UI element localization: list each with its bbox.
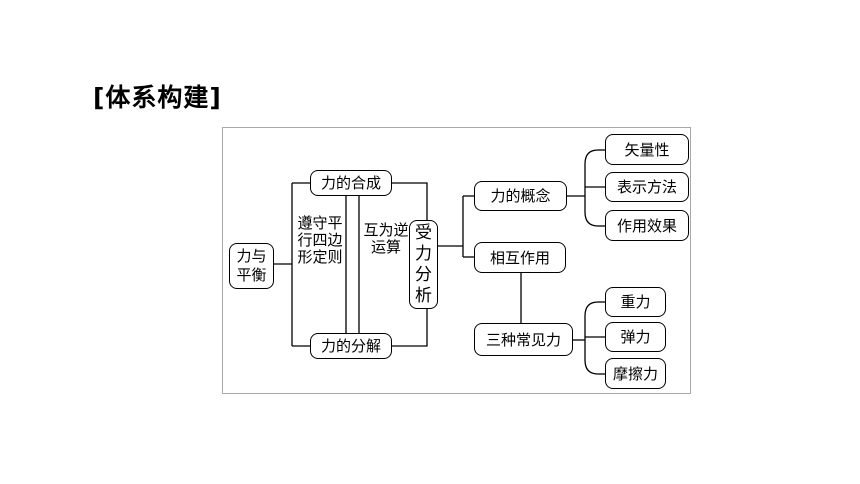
node-root: 力与平衡: [229, 243, 274, 289]
node-representation: 表示方法: [605, 172, 689, 202]
node-force-concept: 力的概念: [474, 181, 567, 211]
node-force-analysis: 受力分析: [409, 220, 438, 309]
node-synthesis: 力的合成: [310, 170, 392, 196]
label-inverse-operations: 互为逆运算: [363, 221, 409, 256]
section-heading: [体系构建]: [93, 83, 222, 112]
node-elastic-force: 弹力: [605, 322, 666, 352]
node-mutual-interaction: 相互作用: [474, 242, 566, 273]
node-effect: 作用效果: [605, 210, 689, 241]
node-friction: 摩擦力: [605, 358, 666, 389]
label-parallelogram-rule: 遵守平行四边形定则: [297, 214, 343, 266]
node-three-common-forces: 三种常见力: [474, 323, 573, 356]
node-gravity: 重力: [605, 287, 666, 317]
node-decomposition: 力的分解: [310, 333, 392, 359]
node-vector-property: 矢量性: [605, 134, 689, 165]
